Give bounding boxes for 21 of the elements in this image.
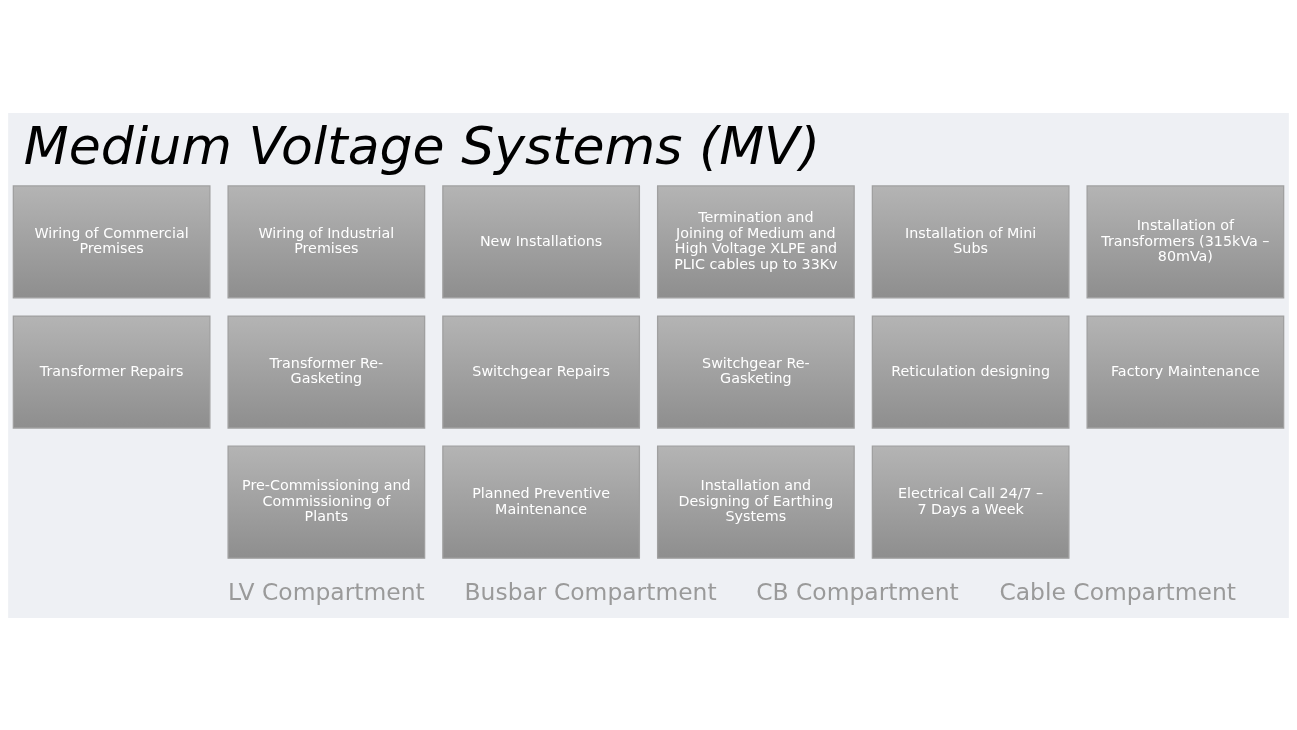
label: CB Compartment <box>756 577 959 606</box>
node-box: Wiring of Industrial Premises <box>227 184 426 298</box>
node-box: Switchgear Re-Gasketing <box>656 314 855 429</box>
node-box: Factory Maintenance <box>1086 314 1285 429</box>
node-box: Electrical Call 24/7 – 7 Days a Week <box>871 445 1070 559</box>
label: Cable Compartment <box>999 577 1236 606</box>
node-box: Transformer Re-Gasketing <box>227 314 426 429</box>
node-box: Installation of Transformers (315kVa – 80mVa) <box>1086 184 1285 298</box>
label: Busbar Compartment <box>464 577 717 606</box>
label: LV Compartment <box>228 577 425 606</box>
node-box: Termination and Joining of Medium and High Voltage XLPE and PLIC cables up to 33Kv <box>656 184 855 298</box>
node-box: Wiring of Commercial Premises <box>12 184 211 298</box>
node-box: New Installations <box>442 184 641 298</box>
node-box: Pre-Commissioning and Commissioning of Plants <box>227 445 426 559</box>
node-box: Installation of Mini Subs <box>871 184 1070 298</box>
node-box: Transformer Repairs <box>12 314 211 429</box>
node-box: Reticulation designing <box>871 314 1070 429</box>
node-box: Planned Preventive Maintenance <box>442 445 641 559</box>
node-box: Switchgear Repairs <box>442 314 641 429</box>
diagram-title: Medium Voltage Systems (MV) <box>23 115 821 176</box>
node-box: Installation and Designing of Earthing Systems <box>656 445 855 559</box>
